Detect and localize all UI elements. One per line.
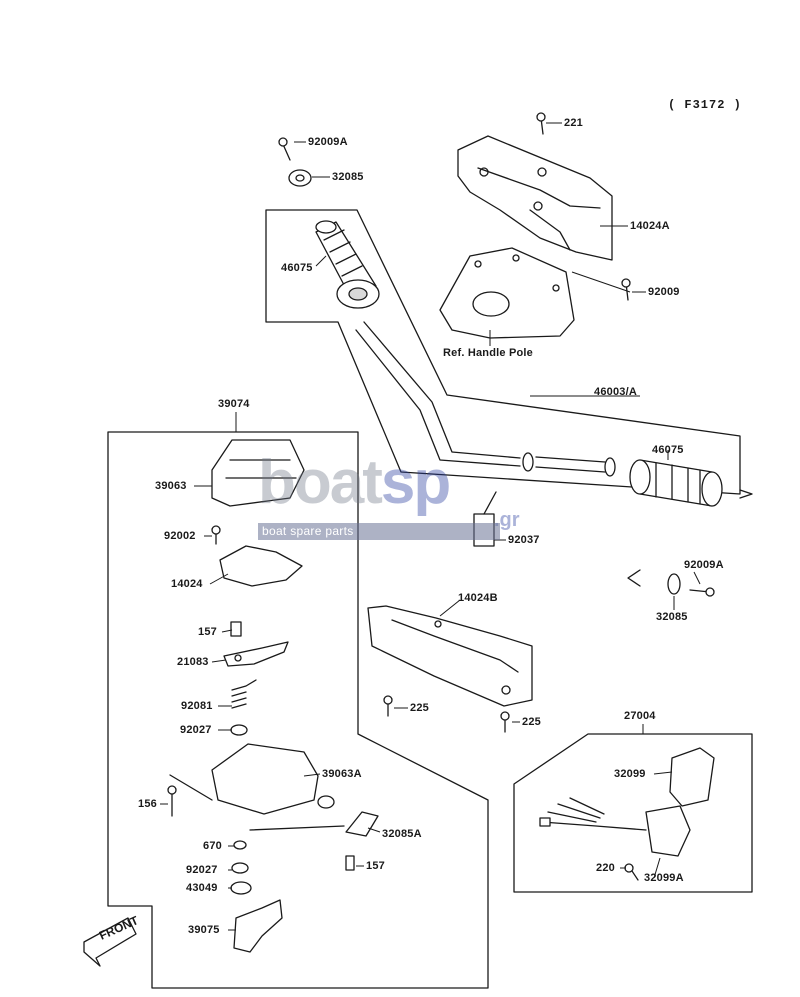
watermark-band xyxy=(258,523,500,540)
callout-92009A-right: 92009A xyxy=(684,559,724,571)
watermark-tagline: boat spare parts xyxy=(262,524,354,538)
switch-32099 xyxy=(669,747,715,807)
callout-92027-lower: 92027 xyxy=(186,864,218,876)
callout-92037: 92037 xyxy=(508,534,540,546)
callout-225-right: 225 xyxy=(522,716,541,728)
housing-39063A xyxy=(211,743,335,815)
switch-32099A xyxy=(645,805,691,857)
callout-32085-right: 32085 xyxy=(656,611,688,623)
screw-225-left xyxy=(383,695,393,717)
callout-43049: 43049 xyxy=(186,882,218,894)
grip-group-outline xyxy=(265,209,741,495)
watermark-logo: boatsp xyxy=(258,452,451,514)
watermark-logo-text: boat xyxy=(258,448,383,517)
clip-32085A xyxy=(345,811,379,837)
screw-221 xyxy=(536,112,546,135)
spring-92081 xyxy=(231,679,257,709)
washer-32085-top xyxy=(288,169,312,187)
callout-14024: 14024 xyxy=(171,578,203,590)
callout-27004: 27004 xyxy=(624,710,656,722)
left-grip-46075 xyxy=(315,220,380,309)
callout-39074: 39074 xyxy=(218,398,250,410)
washer-32085-right xyxy=(667,573,681,595)
callout-221: 221 xyxy=(564,117,583,129)
cover-14024A xyxy=(457,135,613,261)
switch-group-outline xyxy=(513,733,753,893)
screw-225-right xyxy=(500,711,510,733)
callout-32085A: 32085A xyxy=(382,828,422,840)
nut-92027-lower xyxy=(231,862,249,874)
callout-46075-left: 46075 xyxy=(281,262,313,274)
lever-21083 xyxy=(223,641,289,667)
nut-92027-upper xyxy=(230,724,248,736)
callout-46003A: 46003/A xyxy=(594,386,637,398)
front-arrow-icon xyxy=(83,917,137,967)
screw-92002 xyxy=(211,525,221,545)
callout-14024A: 14024A xyxy=(630,220,670,232)
callout-39063: 39063 xyxy=(155,480,187,492)
callout-92002: 92002 xyxy=(164,530,196,542)
callout-157-lower: 157 xyxy=(366,860,385,872)
callout-92009A-top: 92009A xyxy=(308,136,348,148)
callout-156: 156 xyxy=(138,798,157,810)
callout-157-upper: 157 xyxy=(198,626,217,638)
cap-39063 xyxy=(211,439,305,507)
gasket-14024 xyxy=(219,545,303,587)
callout-39075: 39075 xyxy=(188,924,220,936)
callout-ref-handle-pole: Ref. Handle Pole xyxy=(443,347,533,359)
callout-32085-top: 32085 xyxy=(332,171,364,183)
right-grip-46075 xyxy=(629,459,723,507)
screw-220 xyxy=(624,863,639,881)
pin-157-upper xyxy=(230,621,242,637)
callout-670: 670 xyxy=(203,840,222,852)
diagram-reference: ( F3172 ) xyxy=(668,98,742,112)
wire-harness xyxy=(541,797,647,831)
cover-14024B xyxy=(367,605,533,707)
callout-32099A: 32099A xyxy=(644,872,684,884)
handlebar-tube xyxy=(355,321,521,467)
callout-92027-upper: 92027 xyxy=(180,724,212,736)
o-ring-670 xyxy=(233,840,247,850)
screw-92009 xyxy=(621,278,631,301)
callout-14024B: 14024B xyxy=(458,592,498,604)
bolt-156 xyxy=(167,785,177,817)
callout-92081: 92081 xyxy=(181,700,213,712)
callout-32099: 32099 xyxy=(614,768,646,780)
screw-92009A-right xyxy=(689,587,715,597)
watermark-logo-accent: sp xyxy=(380,448,451,517)
watermark-suffix: .gr xyxy=(494,509,520,531)
callout-92009: 92009 xyxy=(648,286,680,298)
collar-43049 xyxy=(230,881,252,895)
callout-39063A: 39063A xyxy=(322,768,362,780)
callout-46075-right: 46075 xyxy=(652,444,684,456)
lever-39075 xyxy=(233,899,283,953)
callout-21083: 21083 xyxy=(177,656,209,668)
callout-220: 220 xyxy=(596,862,615,874)
handle-pole-plate xyxy=(439,247,575,339)
screw-92009A-top xyxy=(278,137,291,161)
pin-157-lower xyxy=(345,855,355,871)
callout-225-left: 225 xyxy=(410,702,429,714)
